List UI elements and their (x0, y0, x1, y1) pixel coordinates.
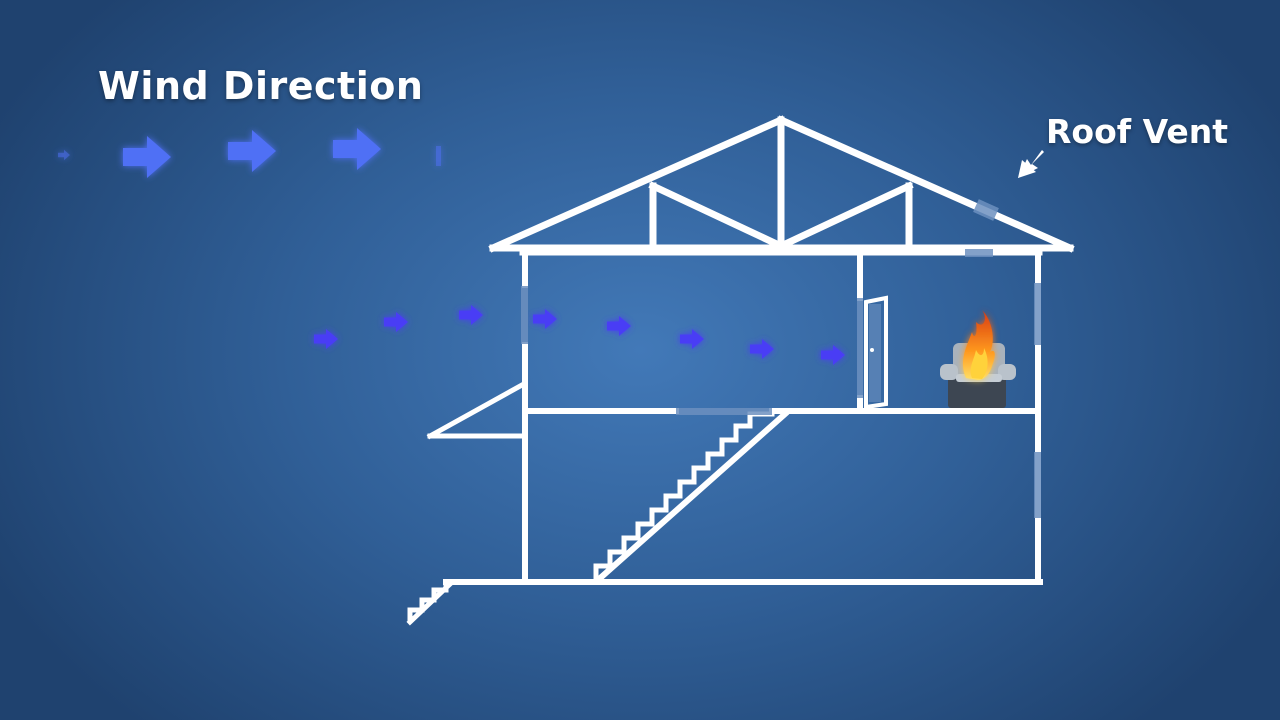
house-structure (406, 115, 1075, 626)
wind-arrows-flow (314, 305, 845, 365)
stair-opening (676, 408, 772, 415)
fire-icon (962, 310, 995, 380)
right-arrow-icon (333, 128, 381, 170)
right-arrow-icon (384, 312, 408, 332)
wind-direction-label: Wind Direction (98, 64, 424, 108)
right-arrow-icon (607, 316, 631, 336)
right-arrow-icon (533, 309, 557, 329)
right-arrow-icon (821, 345, 845, 365)
interior-staircase (593, 411, 775, 583)
roof-vent-label: Roof Vent (1046, 112, 1228, 151)
right-arrow-icon (459, 305, 483, 325)
right-arrow-icon (436, 146, 441, 166)
ceiling-vent (965, 249, 993, 257)
left-window (521, 286, 528, 344)
staircase-stringer (593, 409, 790, 585)
wind-arrows-top (58, 128, 441, 178)
right-window-lower (1034, 452, 1041, 518)
down-left-arrow-icon (1018, 150, 1044, 178)
doorway (857, 298, 863, 398)
right-window-upper (1034, 283, 1041, 345)
right-arrow-icon (123, 136, 171, 178)
roof-vent-opening (973, 199, 999, 221)
roof-truss (488, 115, 1075, 253)
right-arrow-icon (228, 130, 276, 172)
right-arrow-icon (680, 329, 704, 349)
right-arrow-icon (750, 339, 774, 359)
right-arrow-icon (314, 329, 338, 349)
right-arrow-icon (58, 149, 70, 161)
openings (521, 199, 1041, 518)
exterior-steps-stringer (406, 580, 454, 626)
porch-overhang (426, 381, 526, 440)
open-door (864, 295, 888, 410)
